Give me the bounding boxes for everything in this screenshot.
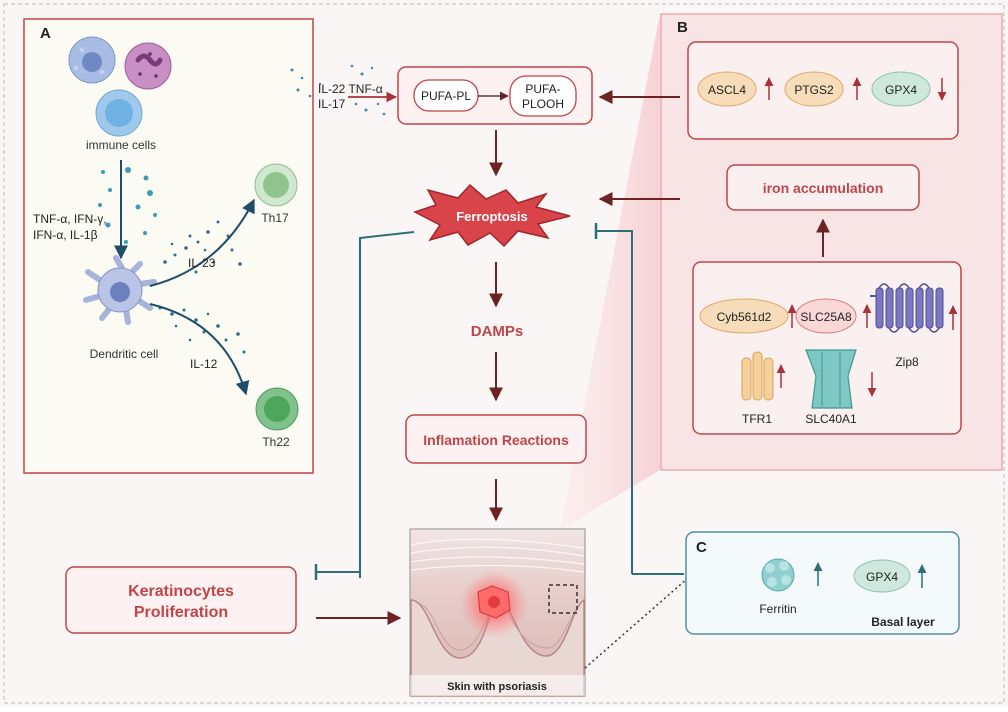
il23-label: IL-23 [188,256,216,270]
skin-label: Skin with psoriasis [447,681,547,693]
zip8-protein-icon [870,283,944,333]
pufa-plooh-pill [509,75,577,117]
iron-accumulation-label: iron accumulation [763,180,884,196]
dendritic-cell-label: Dendritic cell [90,347,159,361]
cyb561d2-label: Cyb561d2 [717,310,772,324]
ferroptosis-burst [413,183,571,248]
slc40a1-protein-icon [805,349,857,409]
outer-border [3,3,1005,704]
slc40a1-label: SLC40A1 [805,412,857,426]
keratinocytes-line1: Keratinocytes [128,583,234,600]
iron-accumulation-box [726,164,920,211]
panel-a: A immune cells TNF-α, IFN-γ, IFN-α, IL-1… [23,18,314,474]
keratinocytes-box [65,566,297,634]
zoom-dotted-line [584,577,689,669]
dc-to-th22-arrow [149,303,250,396]
il17-label: IL-17 [318,97,346,111]
th17-cell-icon [254,163,298,207]
gpx4-pill-b [871,71,931,107]
panel-c-letter: C [696,539,707,556]
ascl4-pill [697,71,757,107]
basal-inhibit-line [596,230,633,574]
ptgs2-pill [784,71,844,107]
panel-b-letter: B [677,19,688,36]
cytokines-line1: TNF-α, IFN-γ, [33,212,107,226]
tfr1-protein-icon [741,351,774,401]
slc25a8-label: SLC25A8 [800,310,852,324]
pufa-pl-label: PUFA-PL [421,89,471,103]
il22-tnf-label: IL-22 TNF-α [318,82,383,96]
ferritin-icon [761,558,795,592]
skin-illustration [409,528,586,697]
il12-label: IL-12 [190,357,218,371]
il23-dots [163,220,242,274]
cytokine-dots-a [98,167,157,244]
tfr1-label: TFR1 [742,412,772,426]
cyb561d2-pill [699,298,789,334]
inflammation-label: Inflamation Reactions [423,432,569,448]
immune-cell-icons [68,36,172,137]
zip8-label: Zip8 [895,355,919,369]
th22-label: Th22 [262,435,290,449]
ferritin-label: Ferritin [759,602,796,616]
th22-cell-icon [255,387,299,431]
gpx4-pill-c [853,559,911,593]
pufa-plooh-line1: PUFA- [525,82,560,96]
slc25a8-pill [795,298,857,334]
dc-to-th17-arrow [149,198,255,287]
basal-layer-label: Basal layer [871,615,935,629]
cytokines-line2: IFN-α, IL-1β [33,228,98,242]
ptgs2-label: PTGS2 [794,83,834,97]
zoom-fan [560,14,660,530]
panel-c-frame [685,531,960,635]
panel-c: C Ferritin GPX4 Basal layer [685,531,960,635]
immune-cells-label: immune cells [86,138,156,152]
gpx4-label-b: GPX4 [885,83,917,97]
panel-a-letter: A [40,25,51,42]
cytokine-dots-center [290,64,386,116]
il12-dots [158,306,246,354]
inflammation-box [405,414,587,464]
th17-label: Th17 [261,211,289,225]
dendritic-cell-icon [83,255,157,325]
center-pathway: IL-22 TNF-α IL-17 PUFA-PL PUFA- PLOOH Fe… [65,64,689,697]
ferroptosis-label: Ferroptosis [456,209,528,224]
panel-b: B ASCL4 PTGS2 GPX4 iron accumulation Cyb… [598,13,1003,471]
damps-label: DAMPs [471,323,524,340]
keratinocytes-inhibit-line [359,231,415,578]
keratinocytes-line2: Proliferation [134,604,228,621]
pufa-plooh-line2: PLOOH [522,97,564,111]
ascl4-label: ASCL4 [708,83,746,97]
gpx4-label-c: GPX4 [866,570,898,584]
